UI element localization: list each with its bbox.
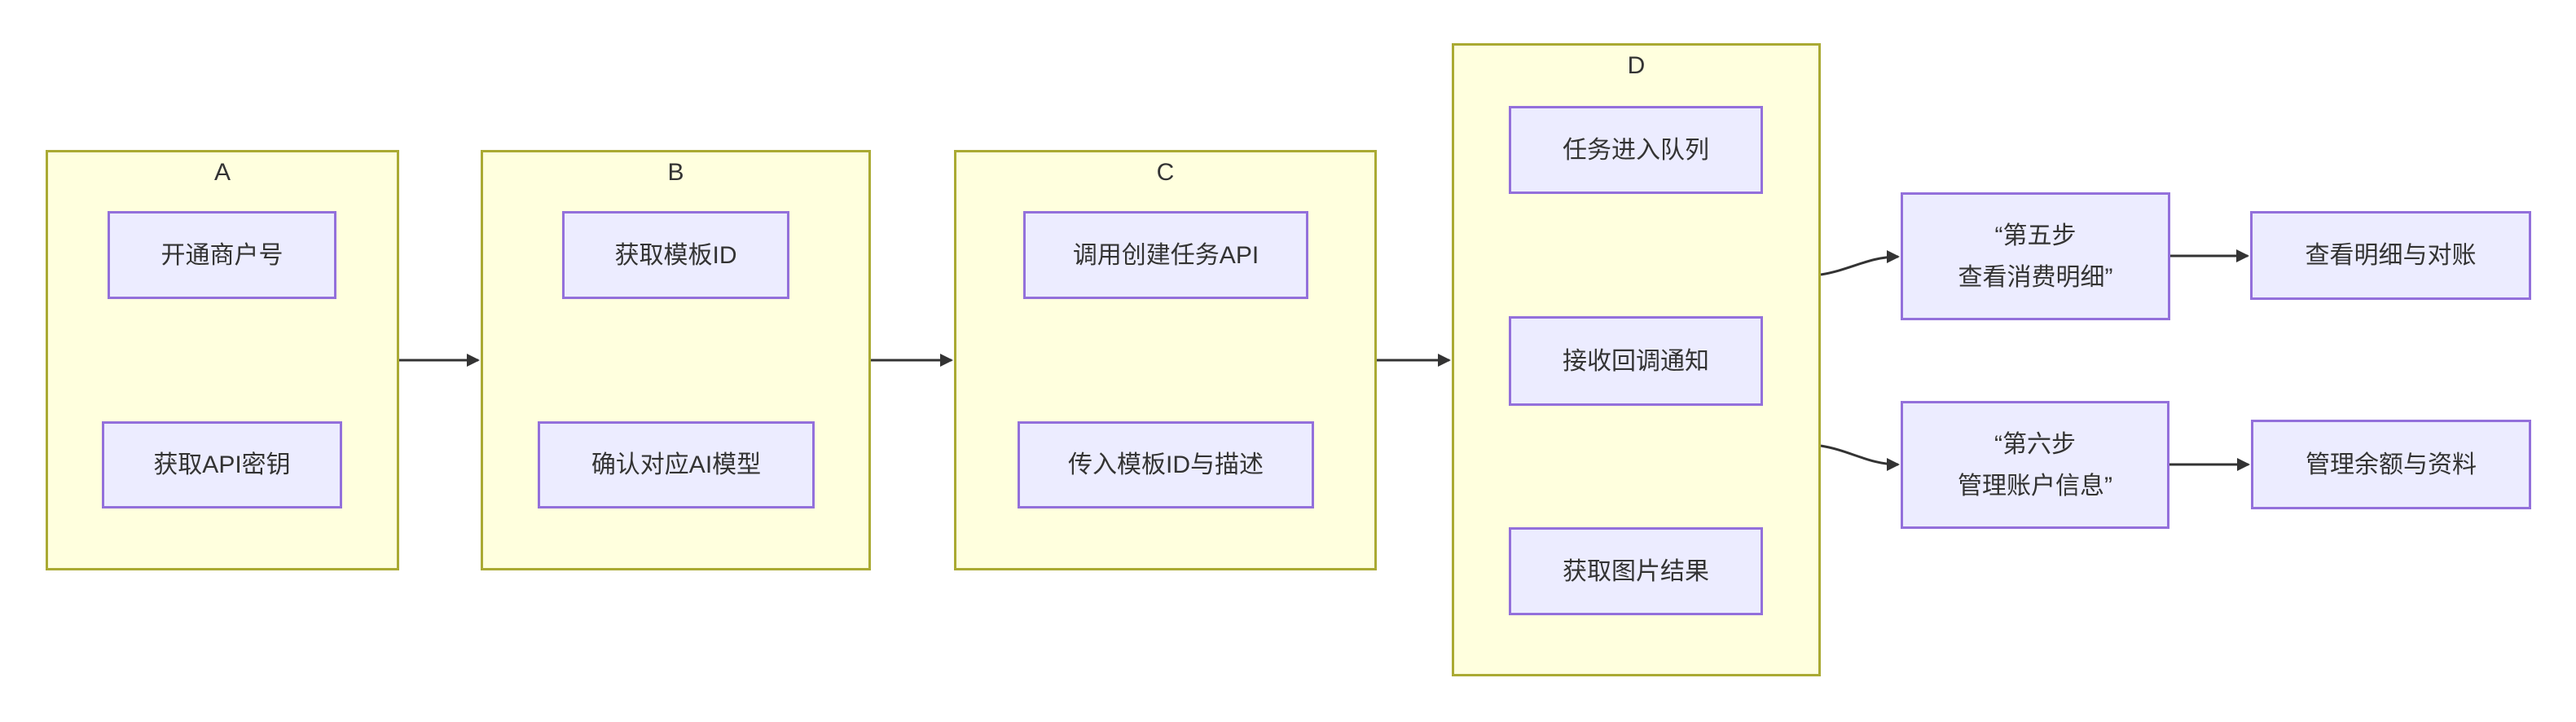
group-c-title: C	[1156, 159, 1175, 186]
node-get-api-key: 获取API密钥	[102, 421, 342, 508]
node-manage-balance-profile: 管理余额与资料	[2251, 420, 2531, 509]
node-step5-line1: “第五步	[1994, 222, 2077, 249]
node-receive-callback: 接收回调通知	[1509, 316, 1763, 406]
node-open-merchant-account: 开通商户号	[108, 211, 336, 299]
edge-group-d-to-step5	[1820, 250, 1900, 276]
node-view-details-reconciliation: 查看明细与对账	[2250, 211, 2531, 300]
node-step5-line2: 查看消费明细”	[1958, 263, 2113, 291]
node-pass-template-id-description: 传入模板ID与描述	[1018, 421, 1314, 508]
node-get-template-id: 获取模板ID	[562, 211, 789, 299]
node-get-image-result: 获取图片结果	[1509, 527, 1763, 615]
node-step6-line1: “第六步	[1994, 430, 2076, 458]
node-step6-line2: 管理账户信息”	[1958, 472, 2112, 500]
group-d-title: D	[1627, 52, 1646, 79]
edge-group-d-to-step6	[1820, 444, 1900, 471]
node-call-create-task-api: 调用创建任务API	[1023, 211, 1308, 299]
node-task-enter-queue: 任务进入队列	[1509, 106, 1763, 194]
group-b-title: B	[667, 159, 684, 186]
node-step6-manage-account: “第六步 管理账户信息”	[1901, 401, 2169, 529]
group-a-title: A	[213, 159, 231, 186]
node-confirm-ai-model: 确认对应AI模型	[538, 421, 815, 508]
node-step5-view-consumption: “第五步 查看消费明细”	[1901, 192, 2170, 320]
